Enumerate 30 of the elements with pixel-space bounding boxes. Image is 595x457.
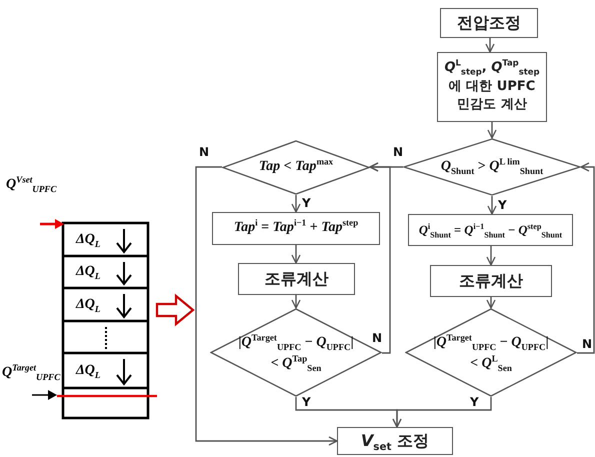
arrow: [486, 297, 496, 309]
edge-label: Y: [302, 396, 311, 408]
arrow: [486, 246, 496, 266]
cell-label: ΔQ$_{L}$: [76, 364, 100, 378]
edge-label: N: [199, 146, 210, 158]
process-box: V$_{set}$ 조정: [337, 427, 453, 455]
arrow: [485, 38, 495, 53]
process-box: 조류계산: [430, 265, 552, 297]
arrow: [392, 397, 492, 428]
cell-label: ΔQ$_{L}$: [76, 265, 100, 279]
arrow: [577, 162, 595, 354]
process-box: 전압조정: [440, 8, 538, 38]
arrow: [195, 166, 338, 446]
edge-label: N: [372, 332, 382, 344]
edge-label: N: [393, 146, 404, 158]
edge-label: Y: [470, 396, 479, 408]
process-box: Tap$^{i}$ = Tap$^{i−1}$ + Tap$^{step}$: [212, 212, 380, 245]
arrow: [487, 196, 497, 215]
process-box: 조류계산: [238, 263, 355, 295]
edge-label: N: [582, 338, 592, 350]
arrow: [291, 295, 301, 309]
decision-diamond: Tap < Tap$^{max}$: [222, 140, 370, 195]
edge-label: Y: [498, 199, 507, 211]
edge-label: Y: [302, 197, 311, 209]
arrow: [291, 195, 301, 213]
cell-label: ΔQ$_{L}$: [76, 233, 100, 247]
cell-label: ΔQ$_{L}$: [76, 298, 100, 312]
arrow: [291, 245, 301, 264]
arrow: [369, 162, 391, 354]
arrow: [487, 122, 497, 139]
